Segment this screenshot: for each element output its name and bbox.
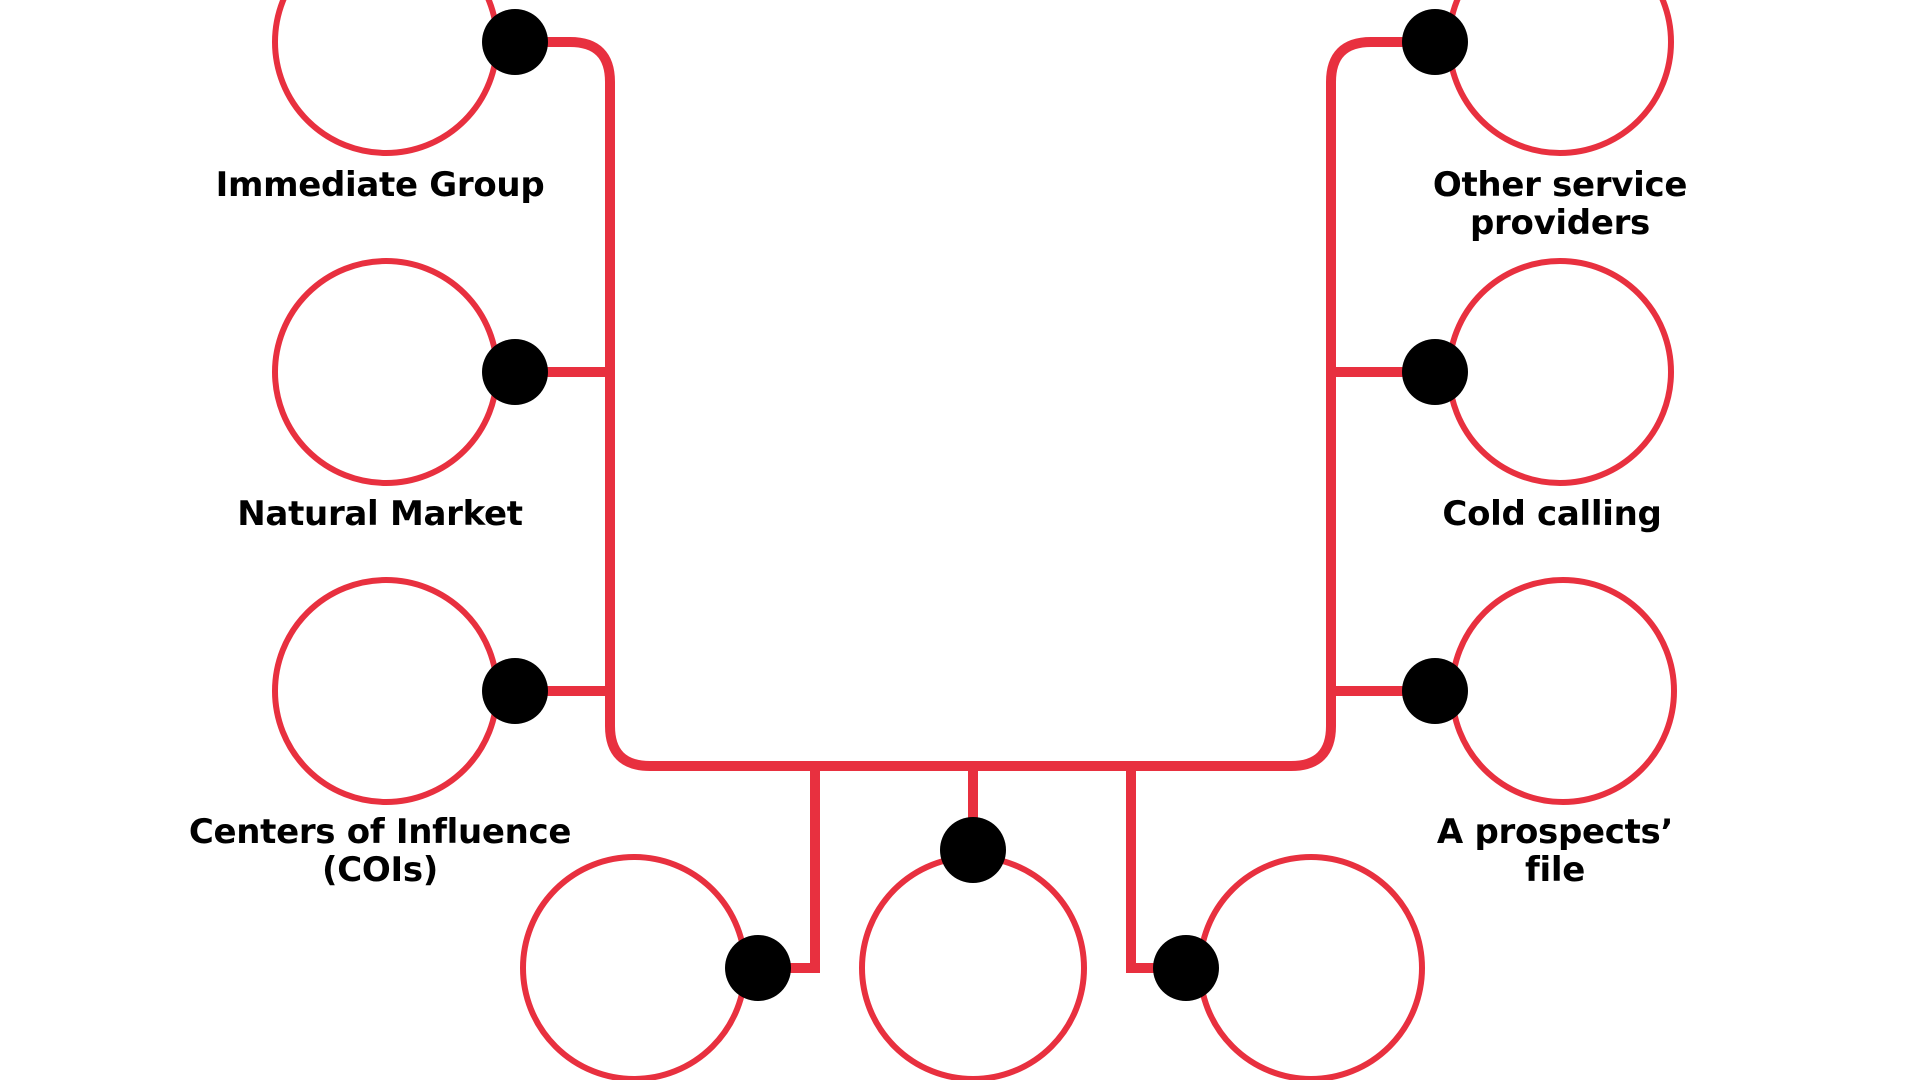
label-immediate-group-line-1: Immediate Group	[215, 165, 545, 205]
label-centers-of-influence-line-1: Centers of Influence	[188, 812, 572, 852]
label-centers-of-influence: Centers of Influence (COIs)	[180, 813, 580, 889]
dot-bottom-left	[725, 935, 791, 1001]
connector-dots	[482, 9, 1468, 1001]
circle-bottom-right	[1197, 854, 1425, 1080]
dot-natural-market	[482, 339, 548, 405]
circle-bottom-left	[520, 854, 748, 1080]
dot-bottom-right	[1153, 935, 1219, 1001]
label-cold-calling: Cold calling	[1352, 495, 1752, 533]
circle-other-service-providers	[1446, 0, 1674, 156]
dot-other-service-providers	[1402, 9, 1468, 75]
label-prospects-file-line-2: file	[1525, 850, 1585, 890]
circle-centers-of-influence	[272, 577, 500, 805]
label-other-service-providers: Other service providers	[1360, 166, 1760, 242]
circle-cold-calling	[1446, 258, 1674, 486]
circle-natural-market	[272, 258, 500, 486]
dot-immediate-group	[482, 9, 548, 75]
node-circles	[272, 0, 1677, 1080]
dot-cold-calling	[1402, 339, 1468, 405]
circle-bottom-center	[859, 854, 1087, 1080]
label-cold-calling-line-1: Cold calling	[1442, 494, 1662, 534]
dot-bottom-center	[940, 817, 1006, 883]
dot-centers-of-influence	[482, 658, 548, 724]
label-other-service-providers-line-2: providers	[1470, 203, 1650, 243]
trunk-line	[515, 37, 1435, 771]
label-natural-market-line-1: Natural Market	[237, 494, 523, 534]
circle-prospects-file	[1449, 577, 1677, 805]
label-prospects-file-line-1: A prospects’	[1436, 812, 1674, 852]
circle-immediate-group	[272, 0, 500, 156]
label-immediate-group: Immediate Group	[180, 166, 580, 204]
label-centers-of-influence-line-2: (COIs)	[321, 850, 439, 890]
label-prospects-file: A prospects’ file	[1355, 813, 1755, 889]
label-natural-market: Natural Market	[180, 495, 580, 533]
label-other-service-providers-line-1: Other service	[1432, 165, 1688, 205]
dot-prospects-file	[1402, 658, 1468, 724]
